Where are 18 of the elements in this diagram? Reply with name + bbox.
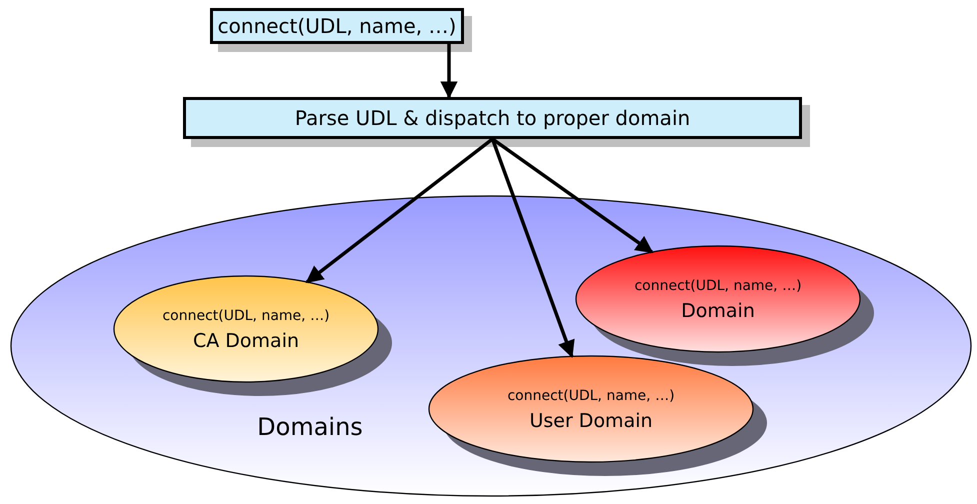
box-label: connect(UDL, name, …) [218,14,456,38]
process-box [183,97,810,147]
arrow [306,138,494,284]
group-label: Domains [257,413,363,441]
domain-label: User Domain [529,410,653,432]
domain-ellipse [113,275,393,397]
domain-label: CA Domain [192,330,300,352]
arrow [490,138,575,358]
box-label: Parse UDL & dispatch to proper domain [294,106,690,130]
domain-ellipse [10,195,972,497]
domain-ellipse [575,245,875,367]
process-box [210,8,472,52]
domain-ellipse [428,355,768,477]
domain-label: Domain [681,300,755,322]
function-call-text: connect(UDL, name, …) [507,388,675,404]
function-call-text: connect(UDL, name, …) [634,278,802,294]
function-call-text: connect(UDL, name, …) [162,308,330,324]
arrow [440,44,458,99]
